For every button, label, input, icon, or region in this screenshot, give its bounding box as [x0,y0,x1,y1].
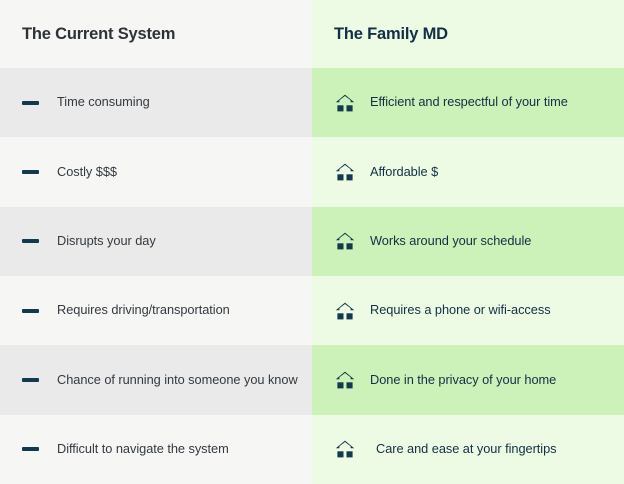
row-cell-current-system: Difficult to navigate the system [0,414,312,484]
row-text-current-system: Time consuming [57,94,150,110]
dash-icon [22,308,39,313]
row-cell-family-md: Done in the privacy of your home [312,345,624,415]
table-row: Disrupts your day Works around your sche… [0,206,624,276]
dash-icon [22,239,39,244]
row-cell-family-md: Works around your schedule [312,206,624,276]
row-text-family-md: Affordable $ [370,163,439,179]
home-icon [335,440,355,458]
row-text-family-md: Works around your schedule [370,232,532,248]
dash-icon [22,169,39,174]
row-text-current-system: Chance of running into someone you know [57,371,298,387]
row-cell-current-system: Time consuming [0,68,312,138]
header-cell-family-md: The Family MD [312,0,624,68]
row-cell-family-md: Efficient and respectful of your time [312,68,624,138]
table-row: Chance of running into someone you know … [0,345,624,415]
row-text-current-system: Costly $$$ [57,163,117,179]
table-body: Time consuming Efficient and respectful … [0,68,624,484]
row-cell-current-system: Disrupts your day [0,206,312,276]
row-cell-current-system: Chance of running into someone you know [0,345,312,415]
row-cell-current-system: Requires driving/transportation [0,275,312,346]
row-text-current-system: Disrupts your day [57,232,156,248]
table-header-row: The Current System The Family MD [0,0,624,68]
dash-icon [22,100,39,105]
row-text-current-system: Requires driving/transportation [57,302,230,318]
row-text-family-md: Requires a phone or wifi-access [370,302,551,318]
row-text-family-md: Done in the privacy of your home [370,371,557,387]
column-title-family-md: The Family MD [334,24,448,43]
row-text-family-md: Care and ease at your fingertips [376,440,557,456]
home-icon [335,94,355,112]
dash-icon [22,447,39,452]
row-cell-family-md: Requires a phone or wifi-access [312,275,624,346]
table-row: Time consuming Efficient and respectful … [0,68,624,138]
home-icon [335,163,355,181]
table-row: Costly $$$ Affordable $ [0,137,624,207]
row-cell-current-system: Costly $$$ [0,137,312,207]
home-icon [335,371,355,389]
home-icon [335,302,355,320]
table-row: Difficult to navigate the system Care an… [0,414,624,484]
row-text-family-md: Efficient and respectful of your time [370,94,568,110]
row-cell-family-md: Affordable $ [312,137,624,207]
dash-icon [22,377,39,382]
home-icon [335,232,355,250]
row-cell-family-md: Care and ease at your fingertips [312,414,624,484]
column-title-current-system: The Current System [22,24,176,43]
table-row: Requires driving/transportation Requires… [0,275,624,346]
row-text-current-system: Difficult to navigate the system [57,440,229,456]
header-cell-current-system: The Current System [0,0,312,68]
